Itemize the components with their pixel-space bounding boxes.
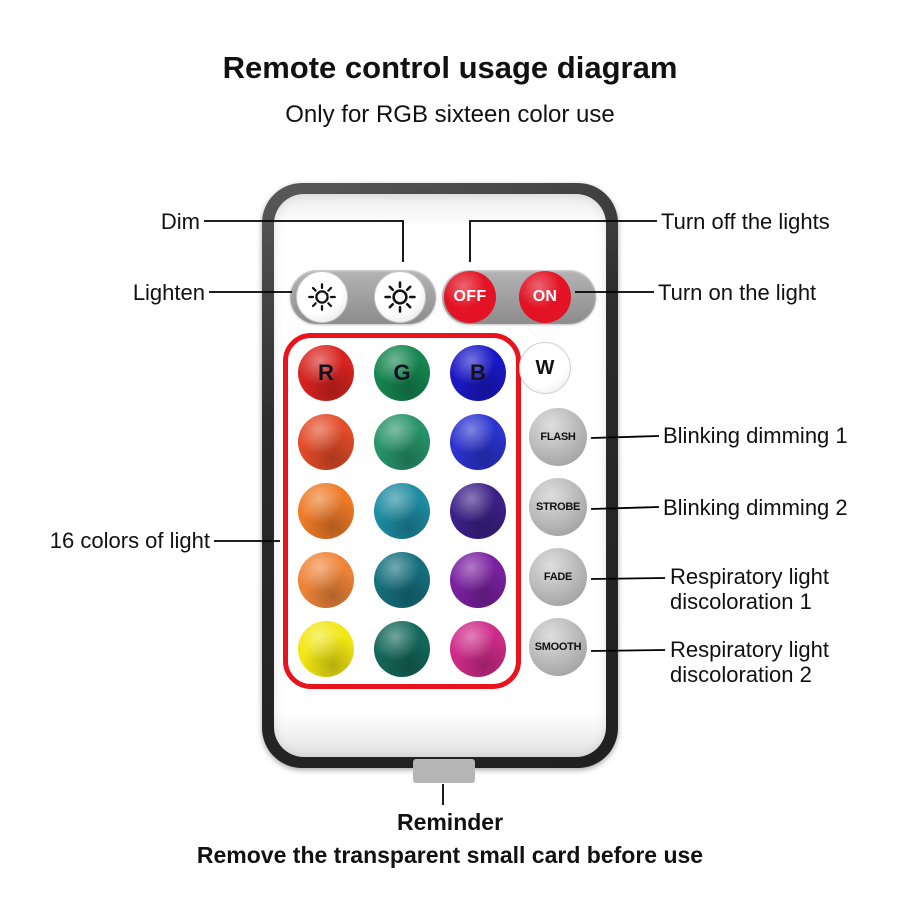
color-button-blue: B	[450, 344, 506, 401]
page-subtitle: Only for RGB sixteen color use	[285, 101, 615, 128]
color-button-letter: B	[470, 359, 486, 385]
color-button	[450, 552, 506, 609]
color-button	[374, 621, 430, 678]
blinking-dimming-2-label: Blinking dimming 2	[663, 495, 848, 520]
lighten-label: Lighten	[132, 280, 205, 305]
color-button	[450, 482, 506, 539]
color-button	[374, 552, 430, 609]
turn-off-label: Turn off the lights	[661, 209, 830, 234]
color-button	[450, 413, 506, 470]
strobe-button: STROBE	[529, 478, 587, 536]
sixteen-colors-label: 16 colors of light	[49, 528, 210, 553]
color-button-letter: R	[318, 359, 334, 385]
color-button	[374, 413, 430, 470]
dim-button	[374, 271, 426, 323]
reminder-title: Reminder	[396, 809, 504, 835]
color-button	[298, 552, 354, 609]
sixteen-color-grid: R G B	[288, 338, 516, 684]
color-button-letter: G	[393, 359, 411, 385]
color-button	[298, 482, 354, 539]
respiratory-2-label: Respiratory light discoloration 2	[670, 637, 829, 687]
sun-bright-icon	[308, 283, 336, 311]
color-button	[450, 621, 506, 678]
smooth-button: SMOOTH	[529, 618, 587, 676]
on-button: ON	[519, 271, 571, 323]
flash-button: FLASH	[529, 408, 587, 466]
fade-button: FADE	[529, 548, 587, 606]
remote-bottom-tab	[413, 759, 475, 783]
reminder-text: Remove the transparent small card before…	[196, 842, 704, 868]
color-button-green: G	[374, 344, 430, 401]
blinking-dimming-1-label: Blinking dimming 1	[663, 423, 848, 448]
white-button: W	[519, 342, 571, 394]
respiratory-1-label: Respiratory light discoloration 1	[670, 564, 829, 614]
color-button-red: R	[298, 344, 354, 401]
dim-label: Dim	[160, 209, 200, 234]
color-button	[298, 413, 354, 470]
off-button: OFF	[444, 271, 496, 323]
turn-on-label: Turn on the light	[658, 280, 817, 305]
lighten-button	[296, 271, 348, 323]
sun-dim-icon	[384, 281, 416, 313]
color-button	[374, 482, 430, 539]
page-title: Remote control usage diagram	[222, 50, 678, 85]
color-button	[298, 621, 354, 678]
